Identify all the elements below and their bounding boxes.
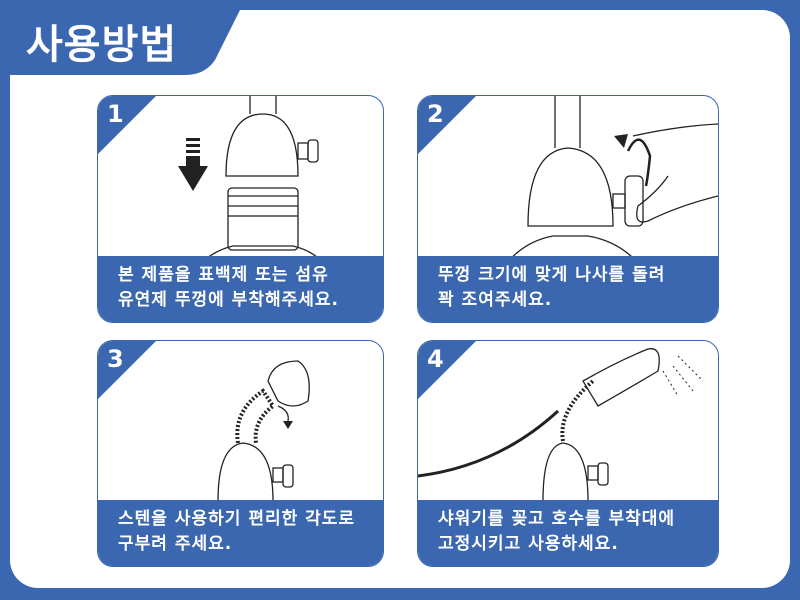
step-number-badge: 2 [418, 96, 478, 156]
title-tab [0, 0, 245, 75]
step-number-badge: 3 [98, 341, 158, 401]
page-title: 사용방법 [26, 22, 178, 68]
step-number-badge: 1 [98, 96, 158, 156]
step-number-badge: 4 [418, 341, 478, 401]
